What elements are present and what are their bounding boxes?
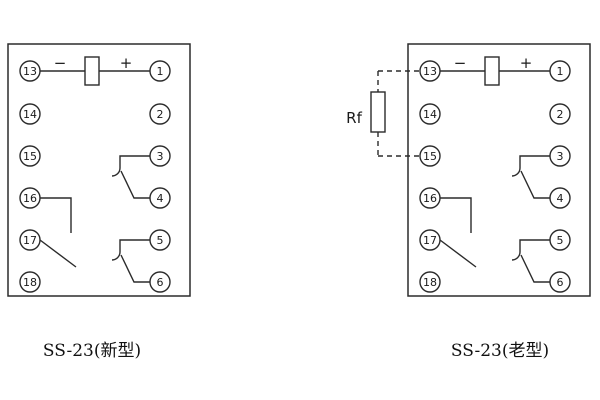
contact-blade (439, 239, 477, 268)
terminal-4: 4 (149, 187, 171, 209)
terminal-14: 14 (419, 103, 441, 125)
terminal-number: 2 (557, 108, 564, 121)
rf-branch: Rf (346, 70, 420, 157)
contact-5-6 (511, 239, 550, 283)
contact-hook (111, 167, 121, 177)
contact-fixed-stub (519, 155, 550, 168)
terminal-1: 1 (549, 60, 571, 82)
terminal-number: 14 (423, 108, 437, 121)
terminal-number: 3 (157, 150, 164, 163)
terminal-16: 16 (19, 187, 41, 209)
terminal-13: 13 (19, 60, 41, 82)
terminal-2: 2 (549, 103, 571, 125)
panel-new-type: − + 13 14 15 16 17 18 1 2 3 4 5 (7, 43, 191, 361)
terminal-number: 13 (23, 65, 37, 78)
terminal-1: 1 (149, 60, 171, 82)
relay-outline (7, 43, 191, 297)
panel-old-type: Rf − + 13 14 15 16 17 18 1 (346, 43, 591, 361)
contact-fixed-stub (119, 239, 150, 252)
terminal-15: 15 (19, 145, 41, 167)
contact-blade (120, 254, 150, 283)
contact-blade (39, 239, 77, 268)
terminal-14: 14 (19, 103, 41, 125)
caption-old-type: SS-23(老型) (451, 341, 549, 361)
terminal-number: 17 (423, 234, 437, 247)
terminal-18: 18 (419, 271, 441, 293)
relay-outline (407, 43, 591, 297)
terminal-3: 3 (549, 145, 571, 167)
contact-blade (520, 254, 550, 283)
terminal-3: 3 (149, 145, 171, 167)
contact-hook (111, 251, 121, 261)
terminal-number: 18 (23, 276, 37, 289)
terminal-number: 16 (423, 192, 437, 205)
terminal-number: 4 (157, 192, 164, 205)
coil-symbol (484, 56, 500, 86)
terminal-13: 13 (419, 60, 441, 82)
terminal-number: 17 (23, 234, 37, 247)
terminal-number: 13 (423, 65, 437, 78)
terminal-number: 1 (557, 65, 564, 78)
contact-blade (520, 170, 550, 199)
terminal-number: 4 (557, 192, 564, 205)
coil-symbol (84, 56, 100, 86)
contact-16-17 (39, 197, 77, 268)
contact-hook (511, 167, 521, 177)
terminal-number: 6 (157, 276, 164, 289)
contact-fixed-stub (519, 239, 550, 252)
rf-label: Rf (346, 109, 362, 127)
terminal-6: 6 (149, 271, 171, 293)
terminal-number: 5 (157, 234, 164, 247)
rf-resistor (370, 91, 386, 133)
terminal-number: 15 (423, 150, 437, 163)
terminal-2: 2 (149, 103, 171, 125)
contact-16-17 (439, 197, 477, 268)
plus-label: + (120, 54, 133, 72)
plus-label: + (520, 54, 533, 72)
terminal-18: 18 (19, 271, 41, 293)
terminal-number: 6 (557, 276, 564, 289)
contact-3-4 (111, 155, 150, 199)
contact-fixed-stub (440, 197, 472, 233)
terminal-5: 5 (149, 229, 171, 251)
contact-fixed-stub (119, 155, 150, 168)
terminal-17: 17 (19, 229, 41, 251)
minus-label: − (54, 54, 67, 72)
terminal-number: 5 (557, 234, 564, 247)
terminal-number: 3 (557, 150, 564, 163)
caption-new-type: SS-23(新型) (43, 341, 141, 361)
terminal-number: 2 (157, 108, 164, 121)
terminal-6: 6 (549, 271, 571, 293)
terminal-4: 4 (549, 187, 571, 209)
terminal-5: 5 (549, 229, 571, 251)
terminal-16: 16 (419, 187, 441, 209)
terminal-number: 16 (23, 192, 37, 205)
contact-fixed-stub (40, 197, 72, 233)
contact-blade (120, 170, 150, 199)
terminal-number: 1 (157, 65, 164, 78)
contact-3-4 (511, 155, 550, 199)
terminal-number: 18 (423, 276, 437, 289)
contact-5-6 (111, 239, 150, 283)
terminal-number: 14 (23, 108, 37, 121)
minus-label: − (454, 54, 467, 72)
terminal-15: 15 (419, 145, 441, 167)
terminal-17: 17 (419, 229, 441, 251)
terminal-number: 15 (23, 150, 37, 163)
contact-hook (511, 251, 521, 261)
